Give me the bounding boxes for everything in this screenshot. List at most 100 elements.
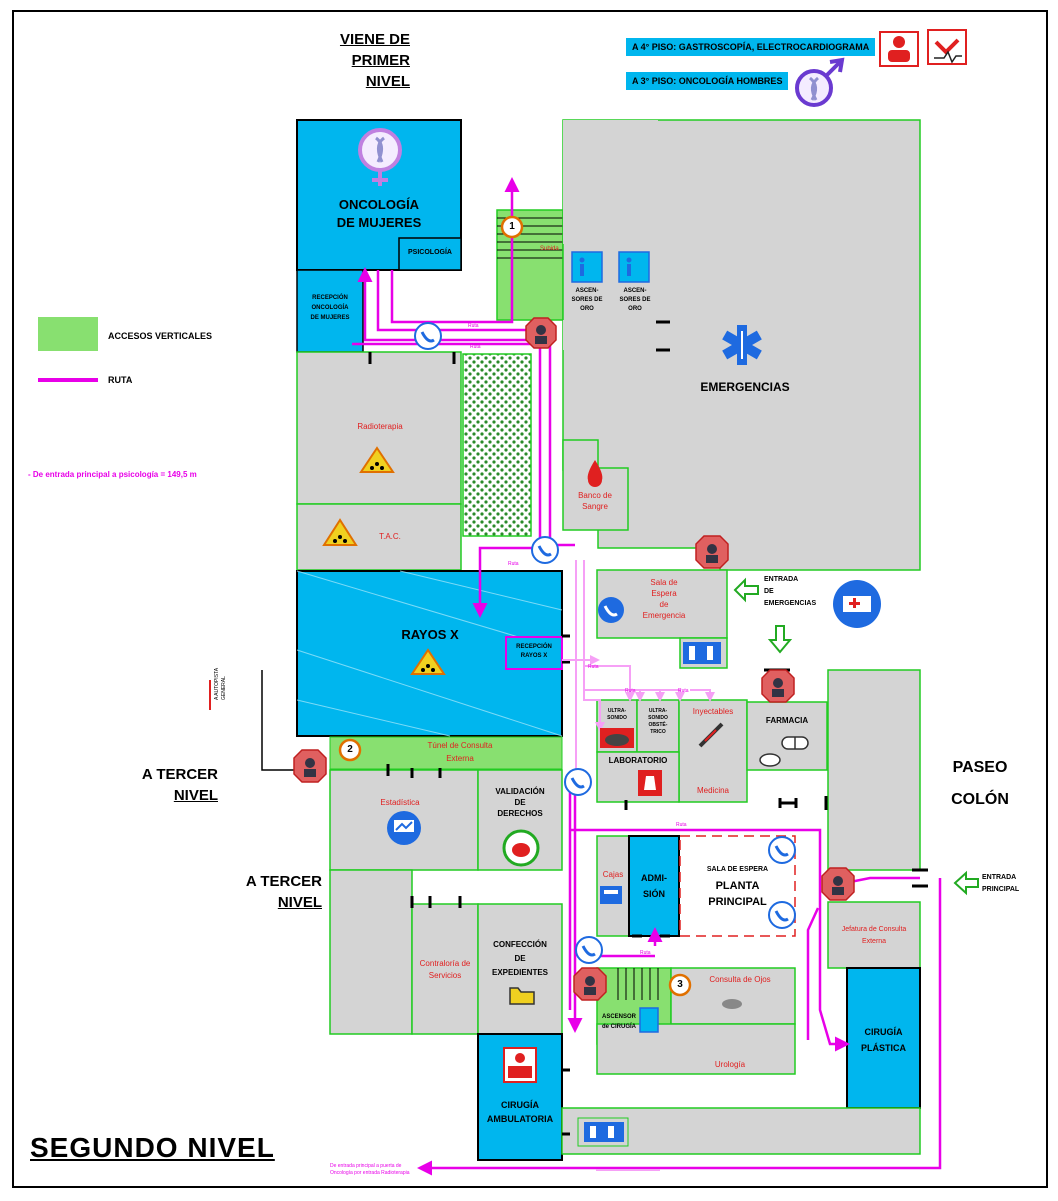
room-recepcion-rayos-x [505,636,563,670]
blood-drop-icon [587,460,603,487]
room-urologia [596,1023,796,1075]
label-estadistica: Estadística [380,798,420,807]
room-recepcion-oncologia [296,269,364,353]
room-lower-left [329,869,413,1035]
label-ultrasonido: ULTRA- SONIDO [597,708,637,722]
label-ultra2-4: TRICO [650,729,666,735]
label-confeccion-3: EXPEDIENTES [491,968,548,977]
label-farmacia: FARMACIA [765,716,809,725]
label-asc-oro2-3: ORO [628,306,642,312]
room-farmacia [746,701,828,771]
note-floor-3: A 3° PISO: ONCOLOGÍA HOMBRES [626,72,789,90]
room-radioterapia [296,351,462,505]
label-consulta-ojos: Consulta de Ojos [709,975,771,984]
label-contraloria-1: Contraloría de [419,959,471,968]
header-a-tercer-1[interactable]: A TERCER [141,766,218,783]
note-floor-4: A 4° PISO: GASTROSCOPÍA, ELECTROCARDIOGR… [626,38,876,56]
label-entrada-pp-1: ENTRADA [982,874,1017,881]
label-asc-oro2-2: SORES DE [619,297,651,303]
label-recepcion-oncologia: RECEPCIÓN ONCOLOGÍA DE MUJERES [297,293,363,323]
label-ultra2-2: SONIDO [648,715,668,721]
label-asc-oro2-1: ASCEN- [623,288,647,294]
label-ultra2-1: ULTRA- [648,708,668,714]
phone-icon [531,536,559,564]
syringe-icon [698,722,724,748]
label-cajas: Cajas [602,870,624,879]
svg-text:Ruta: Ruta [470,344,481,350]
map-frame [12,10,1048,1188]
page-title: SEGUNDO NIVEL [30,1132,275,1163]
svg-text:Ruta: Ruta [678,688,689,694]
svg-text:Ruta: Ruta [508,561,519,567]
label-sala-em-4: Emergencia [642,611,686,620]
folder-icon [509,987,535,1005]
label-entrada-emergencias[interactable]: ENTRADA DE EMERGENCIAS [764,574,834,610]
heart-monitor-icon [927,29,967,65]
elevator-icon [618,251,650,283]
security-guard-icon [525,317,557,349]
label-recepcion-rx-1: RECEPCIÓN [516,644,552,650]
phone-icon [575,936,603,964]
label-validacion: VALIDACIÓN DE DERECHOS [478,786,562,819]
label-tunel-2: Externa [446,754,474,763]
header-viene-de: VIENE DE [339,31,410,48]
label-recepcion-onc-2: ONCOLOGÍA [311,305,349,311]
label-banco-1: Banco de [578,491,612,500]
pill-icon [759,736,809,767]
label-oncologia: ONCOLOGÍA DE MUJERES [297,196,461,232]
room-jefatura [827,901,921,969]
label-elevator-oro-2: ASCEN- SORES DE ORO [612,287,658,314]
label-entrada-em-2: DE [764,588,774,595]
label-cirugia-ambulatoria: CIRUGÍA AMBULATORIA [478,1098,562,1126]
label-a-autopista-1: A AUTOPISTA [214,667,220,700]
ultrasound-icon [600,728,634,748]
label-tunel-1: Túnel de Consulta [427,741,493,750]
label-admision-2: SIÓN [642,889,665,899]
header-primer: PRIMER [351,52,410,69]
label-sala-em-2: Espera [651,589,677,598]
label-laboratorio: LABORATORIO [608,756,668,765]
stairs-number-2: 2 [347,744,353,755]
label-asc-cirugia-1: ASCENSOR [601,1014,636,1020]
label-validacion-2: DE [514,798,526,807]
label-tac: T.A.C. [379,532,401,541]
label-entrada-principal[interactable]: ENTRADA PRINCIPAL [982,872,1042,896]
security-guard-icon [821,867,855,901]
phone-icon [414,322,442,350]
elevator-icon [571,251,603,283]
label-ultra1-2: SONIDO [607,715,627,721]
label-validacion-3: DERECHOS [497,809,543,818]
label-sala-espera-emergencia: Sala de Espera de Emergencia [640,577,688,621]
label-cirugia-plastica-2: PLÁSTICA [861,1043,906,1053]
lab-icon [638,770,662,796]
header-a-tercer-2[interactable]: A TERCER [245,873,322,890]
label-bottom-note-2: Oncología por entrada Radioterapia [330,1170,410,1176]
room-inyectables [678,699,748,803]
label-admision-1: ADMI- [641,873,667,883]
header-nivel-1[interactable]: NIVEL [173,787,218,804]
elevator-icon [639,1007,659,1033]
label-radioterapia: Radioterapia [357,422,403,431]
legend-access-swatch [38,317,98,351]
label-emergencias: EMERGENCIAS [700,380,790,394]
money-icon [502,829,540,867]
label-bottom-note-1: De entrada principal a puerta de [330,1163,402,1169]
label-recepcion-onc-3: DE MUJERES [310,315,350,321]
street-paseo: PASEO [952,759,1008,776]
eye-icon [722,999,742,1009]
phone-icon [564,768,592,796]
label-banco-2: Sangre [582,502,608,511]
label-recepcion-rayos-x: RECEPCIÓN RAYOS X [506,643,562,661]
header-nivel: NIVEL [365,73,410,90]
label-tunel: Túnel de Consulta Externa [360,739,560,765]
label-banco-sangre: Banco de Sangre [570,490,620,512]
label-validacion-1: VALIDACIÓN [495,787,545,796]
room-admision [628,835,680,937]
phone-icon [768,836,796,864]
stairs-number-1: 1 [509,221,515,232]
computer-icon [387,811,421,845]
label-asc-oro1-2: SORES DE [571,297,603,303]
label-sala-pp-3: PRINCIPAL [708,896,767,908]
label-sala-pp-1: SALA DE ESPERA [706,866,769,873]
